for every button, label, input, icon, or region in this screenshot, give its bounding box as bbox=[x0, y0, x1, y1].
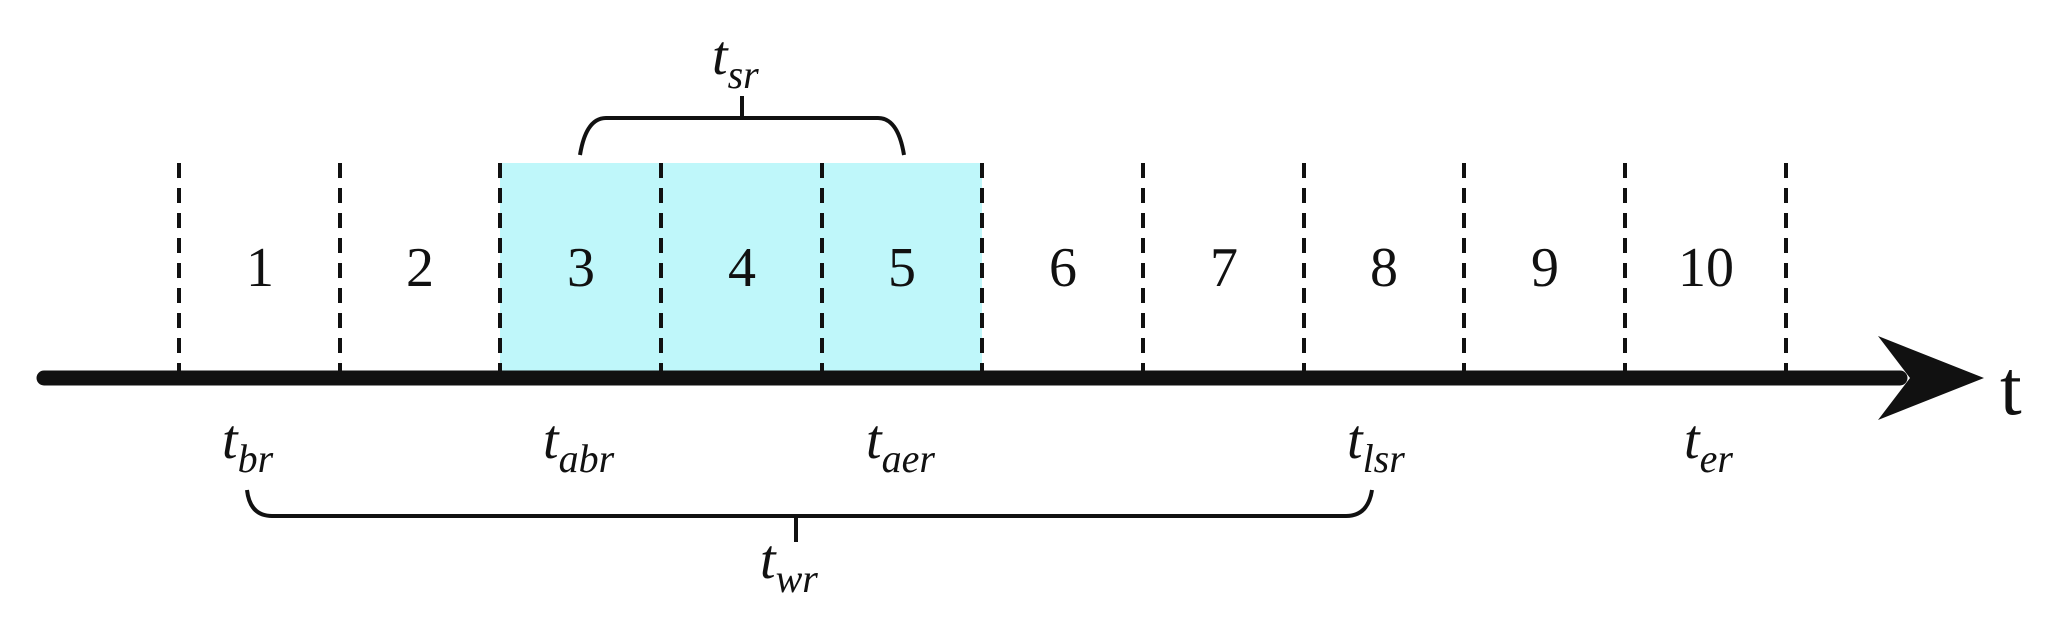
t-wr-brace bbox=[245, 489, 1374, 518]
t-wr-label: twr bbox=[760, 529, 818, 601]
t-sr-brace bbox=[578, 116, 906, 156]
slot-number: 3 bbox=[567, 237, 595, 299]
slot-number: 4 bbox=[728, 237, 756, 299]
t-er-label: ter bbox=[1684, 409, 1733, 481]
t-sr-label: tsr bbox=[712, 25, 759, 97]
slot-number: 9 bbox=[1531, 237, 1559, 299]
t-aer-label: taer bbox=[866, 409, 935, 481]
slot-numbers: 1 2 3 4 5 6 7 8 9 10 bbox=[246, 237, 1734, 299]
t-br-label: tbr bbox=[222, 409, 274, 481]
time-axis-arrowhead bbox=[1878, 336, 1984, 420]
slot-number: 6 bbox=[1049, 237, 1077, 299]
time-axis-label: t bbox=[2000, 344, 2022, 431]
slot-number: 1 bbox=[246, 237, 274, 299]
slot-number: 10 bbox=[1678, 237, 1734, 299]
highlighted-slots-region bbox=[500, 163, 982, 373]
slot-dividers bbox=[177, 163, 1788, 373]
slot-number: 5 bbox=[888, 237, 916, 299]
t-abr-label: tabr bbox=[543, 409, 615, 481]
slot-number: 2 bbox=[406, 237, 434, 299]
slot-number: 8 bbox=[1370, 237, 1398, 299]
t-lsr-label: tlsr bbox=[1347, 409, 1405, 481]
slot-number: 7 bbox=[1210, 237, 1238, 299]
